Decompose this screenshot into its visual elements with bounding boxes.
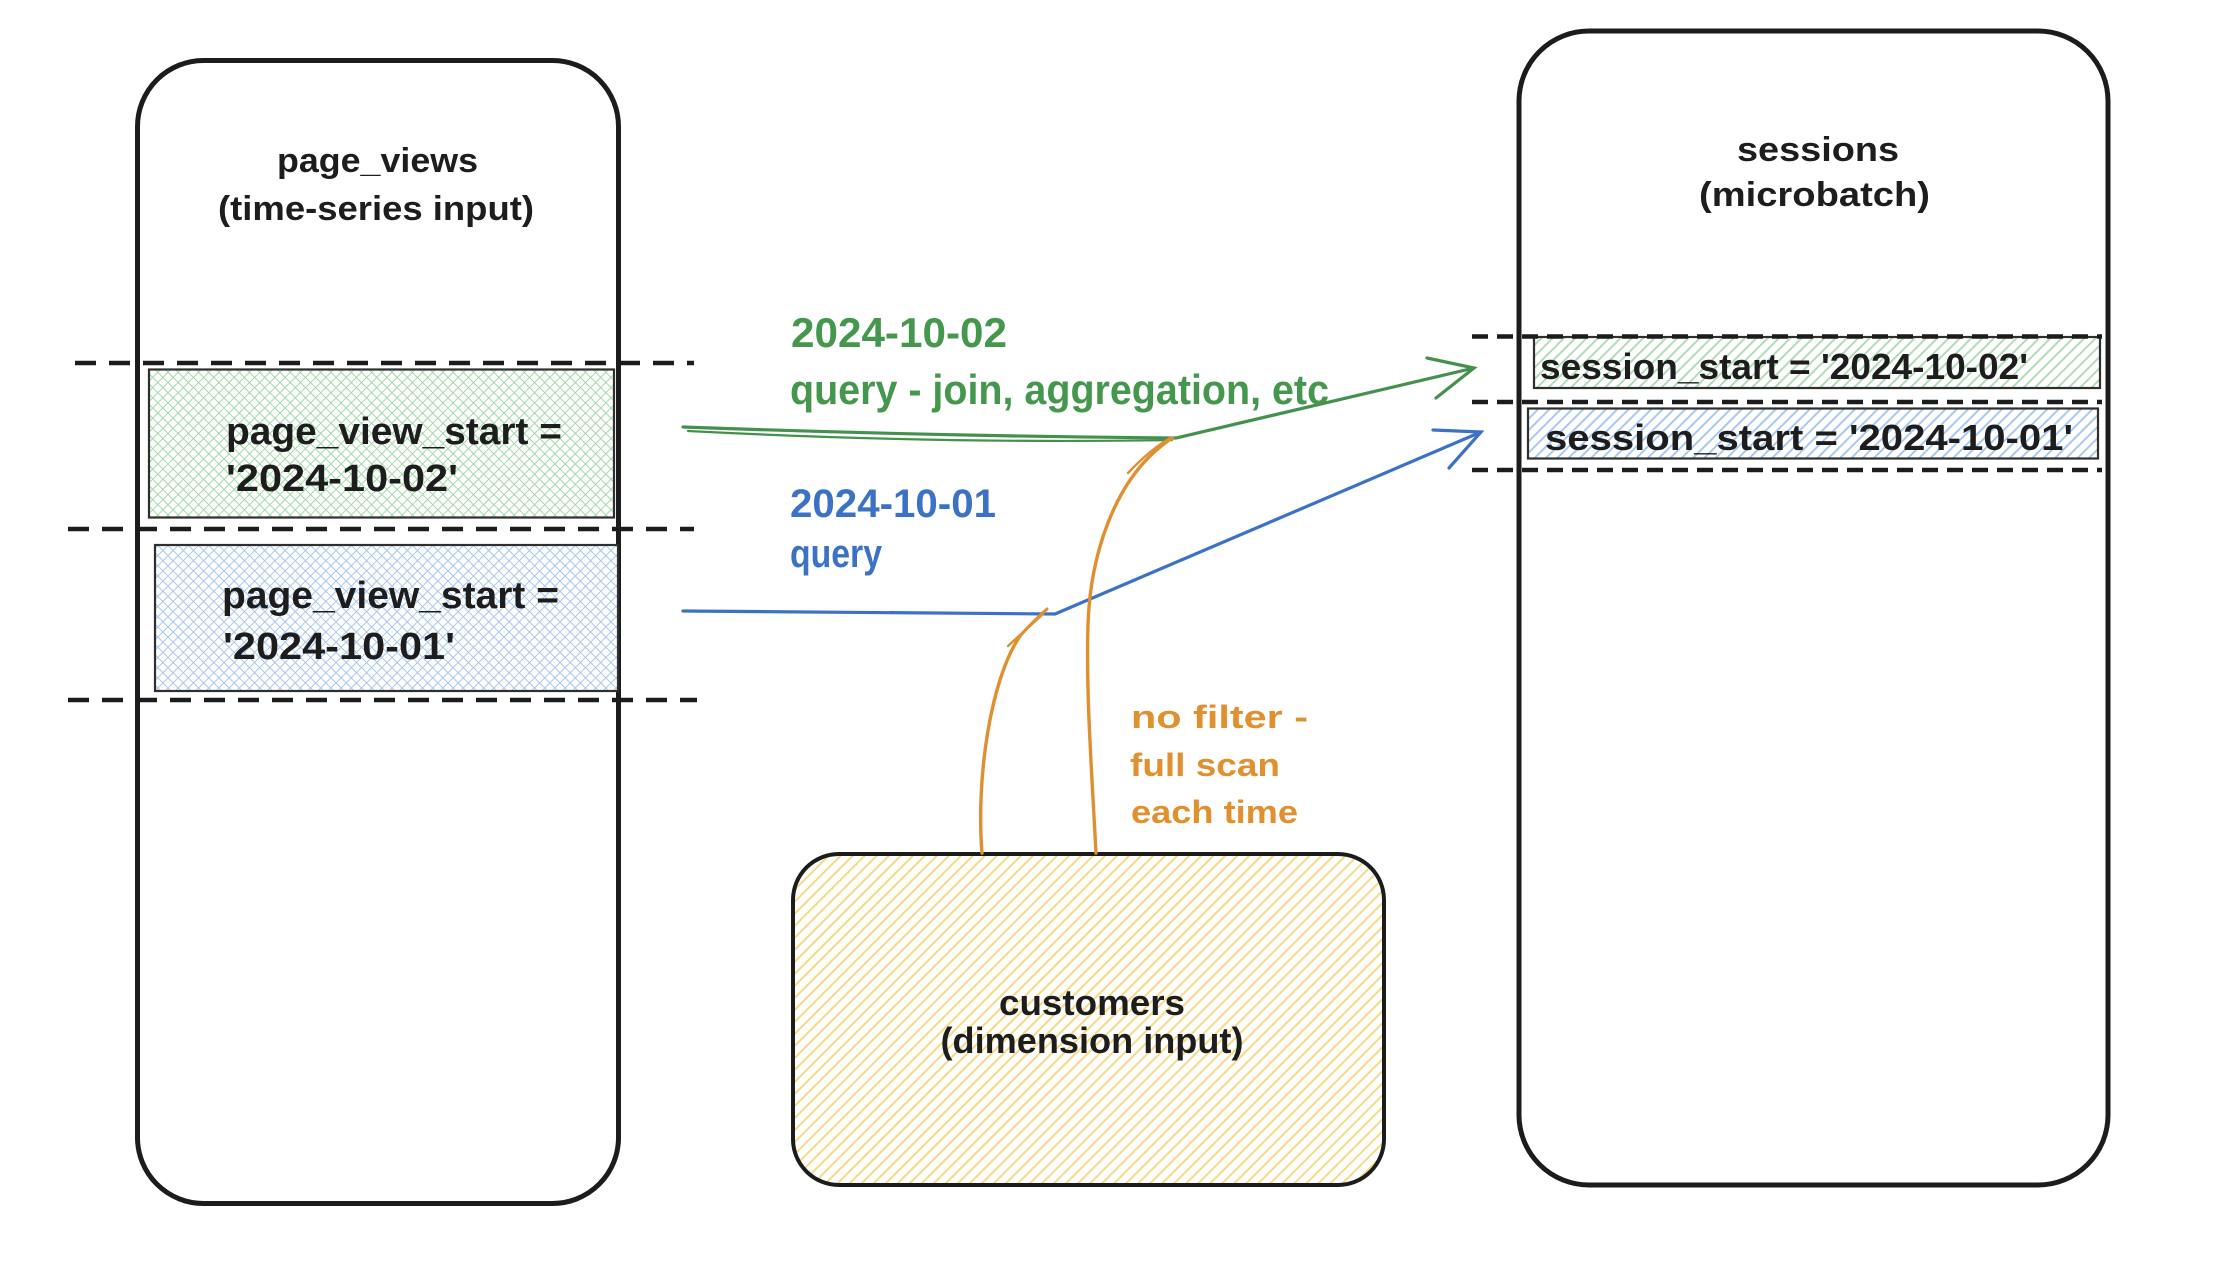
svg-text:each time: each time <box>1131 794 1298 830</box>
svg-text:page_view_start =: page_view_start = <box>226 411 562 453</box>
svg-text:session_start = '2024-10-01': session_start = '2024-10-01' <box>1545 417 2073 458</box>
svg-text:page_views: page_views <box>277 142 478 180</box>
svg-text:session_start = '2024-10-02': session_start = '2024-10-02' <box>1540 346 2028 387</box>
svg-text:sessions: sessions <box>1737 131 1899 169</box>
svg-text:2024-10-02: 2024-10-02 <box>791 309 1007 356</box>
svg-text:'2024-10-02': '2024-10-02' <box>226 458 458 500</box>
svg-text:2024-10-01: 2024-10-01 <box>790 482 996 526</box>
svg-text:'2024-10-01': '2024-10-01' <box>223 626 455 668</box>
svg-text:full scan: full scan <box>1130 747 1280 783</box>
svg-text:customers: customers <box>999 982 1185 1023</box>
svg-text:(microbatch): (microbatch) <box>1699 176 1930 214</box>
svg-text:query: query <box>790 532 883 576</box>
svg-text:(time-series input): (time-series input) <box>218 190 534 228</box>
svg-text:query - join, aggregation, etc: query - join, aggregation, etc <box>790 366 1329 413</box>
svg-text:page_view_start =: page_view_start = <box>222 575 559 617</box>
svg-text:no filter -: no filter - <box>1131 699 1308 735</box>
svg-text:(dimension input): (dimension input) <box>941 1020 1244 1061</box>
